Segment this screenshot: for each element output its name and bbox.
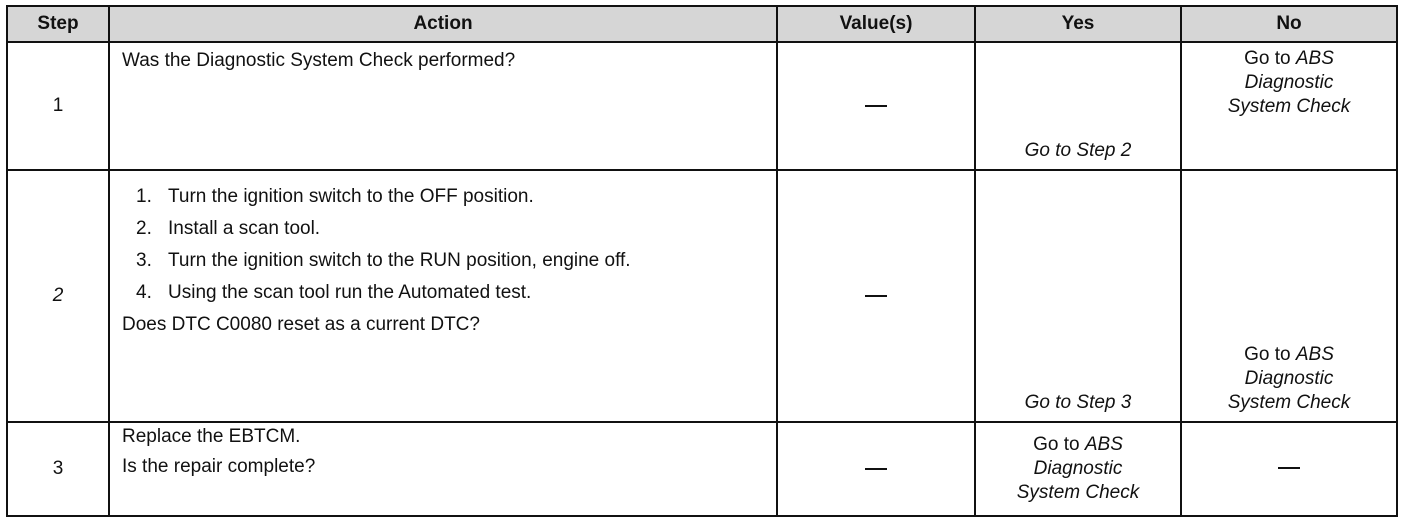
list-item-text: Turn the ignition switch to the OFF posi…	[168, 186, 534, 207]
diagnostic-table-container: Step Action Value(s) Yes No 1 Was the Di…	[6, 5, 1398, 517]
step-number: 2	[6, 169, 110, 423]
list-item-text: Turn the ignition switch to the RUN posi…	[168, 250, 631, 271]
yes-cell[interactable]: Go to ABS Diagnostic System Check	[974, 421, 1182, 517]
no-cell[interactable]: Go to ABS Diagnostic System Check	[1180, 169, 1398, 423]
no-prefix: Go to	[1244, 344, 1296, 365]
yes-link-rest[interactable]: Diagnostic System Check	[1016, 458, 1140, 503]
no-cell[interactable]: Go to ABS Diagnostic System Check	[1180, 41, 1398, 171]
table-row: 2 1.Turn the ignition switch to the OFF …	[6, 169, 1398, 423]
action-question: Does DTC C0080 reset as a current DTC?	[122, 314, 480, 335]
dash-mark	[865, 294, 887, 297]
no-link-rest[interactable]: Diagnostic System Check	[1227, 72, 1351, 117]
value-cell: —	[776, 169, 976, 423]
action-question: Was the Diagnostic System Check performe…	[122, 50, 516, 71]
no-link-rest[interactable]: Diagnostic System Check	[1227, 368, 1351, 413]
step-number: 1	[6, 41, 110, 171]
no-link-abs[interactable]: ABS	[1295, 48, 1334, 69]
header-no: No	[1180, 5, 1398, 43]
action-steps-list: 1.Turn the ignition switch to the OFF po…	[122, 185, 764, 304]
action-question: Is the repair complete?	[122, 456, 316, 477]
header-yes: Yes	[974, 5, 1182, 43]
no-prefix: Go to	[1244, 48, 1296, 69]
dash-mark	[1278, 466, 1300, 469]
action-cell: Was the Diagnostic System Check performe…	[108, 41, 778, 171]
table-row: 3 Replace the EBTCM. Is the repair compl…	[6, 421, 1398, 517]
list-item: 1.Turn the ignition switch to the OFF po…	[136, 186, 534, 207]
step-number-text: 3	[52, 458, 64, 479]
list-item-text: Using the scan tool run the Automated te…	[168, 282, 532, 303]
value-cell: —	[776, 41, 976, 171]
list-item: 4.Using the scan tool run the Automated …	[136, 282, 532, 303]
yes-link[interactable]: Go to Step 3	[1024, 392, 1132, 413]
list-item: 3.Turn the ignition switch to the RUN po…	[136, 250, 631, 271]
step-number: 3	[6, 421, 110, 517]
step-number-text: 2	[52, 285, 64, 306]
header-row: Step Action Value(s) Yes No	[6, 5, 1398, 43]
dash-mark	[865, 104, 887, 107]
diagnostic-table: Step Action Value(s) Yes No 1 Was the Di…	[6, 5, 1398, 517]
step-number-text: 1	[52, 95, 64, 116]
header-step: Step	[6, 5, 110, 43]
list-item-text: Install a scan tool.	[168, 218, 321, 239]
table-row: 1 Was the Diagnostic System Check perfor…	[6, 41, 1398, 171]
yes-prefix: Go to	[1033, 434, 1085, 455]
list-item: 2.Install a scan tool.	[136, 218, 321, 239]
header-values: Value(s)	[776, 5, 976, 43]
yes-link[interactable]: Go to Step 2	[1024, 140, 1132, 161]
yes-cell[interactable]: Go to Step 2	[974, 41, 1182, 171]
no-cell: —	[1180, 421, 1398, 517]
value-cell: —	[776, 421, 976, 517]
yes-link-abs[interactable]: ABS	[1084, 434, 1123, 455]
action-cell: 1.Turn the ignition switch to the OFF po…	[108, 169, 778, 423]
dash-mark	[865, 467, 887, 470]
yes-cell[interactable]: Go to Step 3	[974, 169, 1182, 423]
action-line: Replace the EBTCM.	[122, 426, 301, 447]
no-link-abs[interactable]: ABS	[1295, 344, 1334, 365]
action-cell: Replace the EBTCM. Is the repair complet…	[108, 421, 778, 517]
header-action: Action	[108, 5, 778, 43]
